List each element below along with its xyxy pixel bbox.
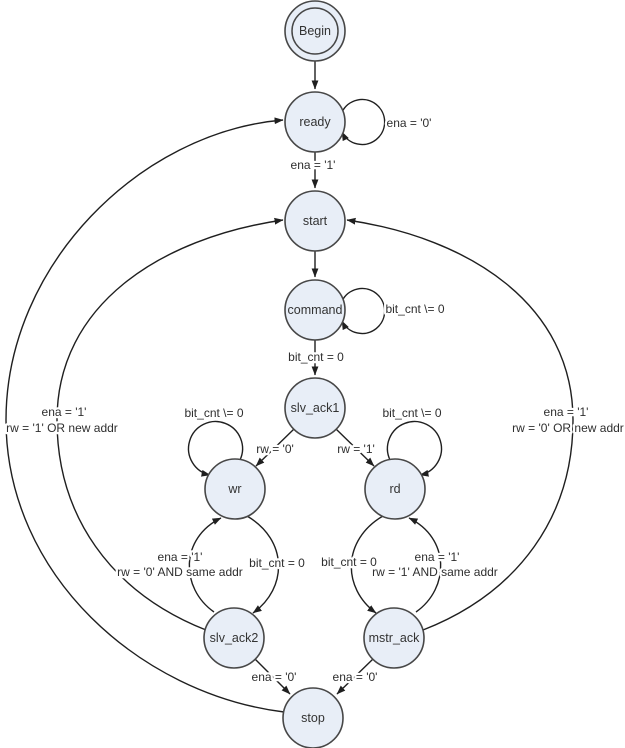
state-mstr-ack: mstr_ack [363, 607, 425, 669]
state-start-label: start [303, 214, 328, 228]
state-ready: ready [284, 91, 346, 153]
label-ready-self: ena = '0' [387, 116, 432, 130]
transition-wr-to-slv-ack2 [246, 515, 280, 614]
transition-slv-ack1-to-rd [335, 428, 375, 467]
transition-mstr-ack-to-stop [336, 658, 374, 695]
transition-ready-self [341, 98, 386, 146]
state-begin-label: Begin [299, 24, 331, 38]
state-rd-label: rd [389, 482, 400, 496]
state-slv-ack2: slv_ack2 [203, 607, 265, 669]
label-slv-ack2-to-stop: ena = '0' [252, 670, 297, 684]
transition-slv-ack2-to-wr [188, 517, 222, 613]
transition-slv-ack2-to-start [56, 217, 284, 631]
label-slv-ack1-to-wr: rw = '0' [256, 442, 294, 456]
label-mstr-ack-to-stop: ena = '0' [333, 670, 378, 684]
state-begin-inner-circle [291, 7, 339, 55]
label-slv-ack2-to-wr-line2: rw = '0' AND same addr [117, 565, 243, 579]
label-mstr-ack-to-start-line1: ena = '1' [544, 405, 589, 419]
label-wr-to-slv-ack2: bit_cnt = 0 [249, 556, 305, 570]
state-wr: wr [204, 458, 266, 520]
label-mstr-ack-to-rd-line1: ena = '1' [415, 550, 460, 564]
state-slv-ack2-label: slv_ack2 [210, 631, 259, 645]
label-mstr-ack-to-start-line2: rw = '0' OR new addr [512, 421, 624, 435]
state-ready-label: ready [299, 115, 331, 129]
label-rd-to-mstr-ack: bit_cnt = 0 [321, 555, 377, 569]
transition-slv-ack2-to-stop [254, 658, 291, 695]
state-stop: stop [282, 687, 344, 748]
state-command: command [284, 279, 346, 341]
state-begin-outer-circle [284, 0, 346, 62]
state-rd: rd [364, 458, 426, 520]
label-ready-to-start: ena = '1' [291, 158, 336, 172]
label-slv-ack2-to-start-line2: rw = '1' OR new addr [6, 421, 118, 435]
state-slv-ack1-label: slv_ack1 [291, 401, 340, 415]
label-rd-self: bit_cnt \= 0 [382, 406, 441, 420]
transition-stop-to-ready [5, 117, 285, 713]
label-command-self: bit_cnt \= 0 [385, 302, 444, 316]
state-wr-label: wr [227, 482, 241, 496]
state-mstr-ack-label: mstr_ack [369, 631, 420, 645]
transition-mstr-ack-to-start [346, 217, 574, 631]
transition-slv-ack1-to-wr [255, 428, 295, 467]
label-wr-self: bit_cnt \= 0 [184, 406, 243, 420]
state-command-label: command [288, 303, 343, 317]
label-slv-ack2-to-wr-line1: ena = '1' [158, 550, 203, 564]
transition-command-self [341, 287, 386, 335]
transition-rd-self [386, 420, 443, 477]
state-begin: Begin [284, 0, 346, 62]
label-slv-ack2-to-start-line1: ena = '1' [42, 405, 87, 419]
state-start: start [284, 190, 346, 252]
transition-rd-to-mstr-ack [350, 515, 384, 614]
transition-mstr-ack-to-rd [408, 517, 442, 613]
label-mstr-ack-to-rd-line2: rw = '1' AND same addr [372, 565, 498, 579]
label-slv-ack1-to-rd: rw = '1' [337, 442, 375, 456]
label-command-to-slv-ack1: bit_cnt = 0 [288, 350, 344, 364]
transition-wr-self [187, 420, 244, 477]
state-stop-label: stop [301, 711, 325, 725]
state-slv-ack1: slv_ack1 [284, 377, 346, 439]
